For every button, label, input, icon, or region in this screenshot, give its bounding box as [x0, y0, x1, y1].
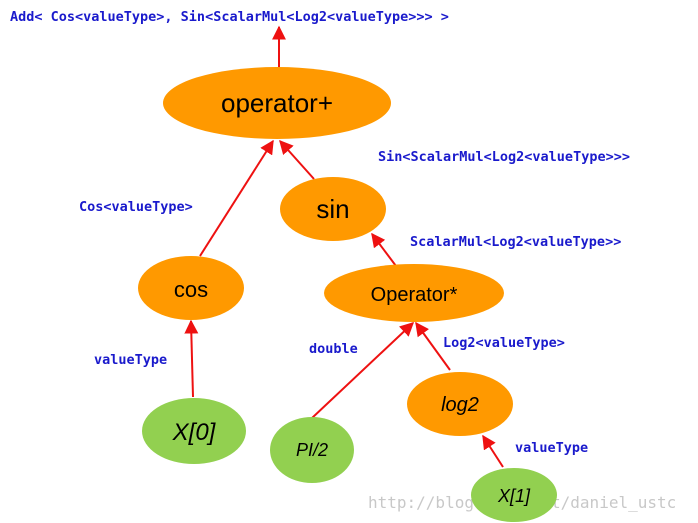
node-cos: cos [138, 256, 244, 320]
edge-pi2-to-operator-mul [311, 322, 415, 419]
label-log2-type: Log2<valueType> [443, 335, 565, 351]
edge-x1-to-log2 [482, 434, 504, 468]
node-operator-mul: Operator* [324, 264, 504, 322]
node-operator-mul-shape [324, 264, 504, 322]
label-double-type: double [309, 341, 358, 357]
node-x1-shape [471, 468, 557, 522]
label-scalarmul-type: ScalarMul<Log2<valueType>> [410, 234, 621, 250]
node-x0: X[0] [142, 398, 246, 464]
node-cos-shape [138, 256, 244, 320]
node-sin: sin [280, 177, 386, 241]
node-pi2-shape [270, 417, 354, 483]
node-x1-label: X[1] [497, 486, 531, 506]
node-operator-plus: operator+ [163, 67, 391, 139]
node-log2-label: log2 [441, 394, 479, 416]
node-sin-label: sin [316, 194, 349, 224]
node-sin-shape [280, 177, 386, 241]
node-log2-shape [407, 372, 513, 436]
node-operator-plus-label: operator+ [221, 88, 333, 118]
edge-x0-to-cos [184, 319, 199, 398]
edge-log2-to-operator-mul [415, 321, 451, 371]
node-x1: X[1] [471, 468, 557, 522]
edge-cos-to-operator-plus [199, 139, 274, 257]
edge-operator-mul-to-sin [371, 232, 397, 267]
label-root-type: Add< Cos<valueType>, Sin<ScalarMul<Log2<… [10, 9, 449, 25]
label-x1-type: valueType [515, 440, 588, 456]
node-cos-label: cos [174, 277, 208, 302]
label-cos-type: Cos<valueType> [79, 199, 193, 215]
node-log2: log2 [407, 372, 513, 436]
edge-sin-to-operator-plus [279, 139, 315, 180]
node-x0-shape [142, 398, 246, 464]
node-operator-mul-label: Operator* [371, 284, 458, 306]
node-operator-plus-shape [163, 67, 391, 139]
label-x0-type: valueType [94, 352, 167, 368]
node-pi2: PI/2 [270, 417, 354, 483]
node-x0-label: X[0] [172, 419, 217, 446]
label-sin-type: Sin<ScalarMul<Log2<valueType>>> [378, 149, 630, 165]
node-pi2-label: PI/2 [296, 440, 328, 460]
